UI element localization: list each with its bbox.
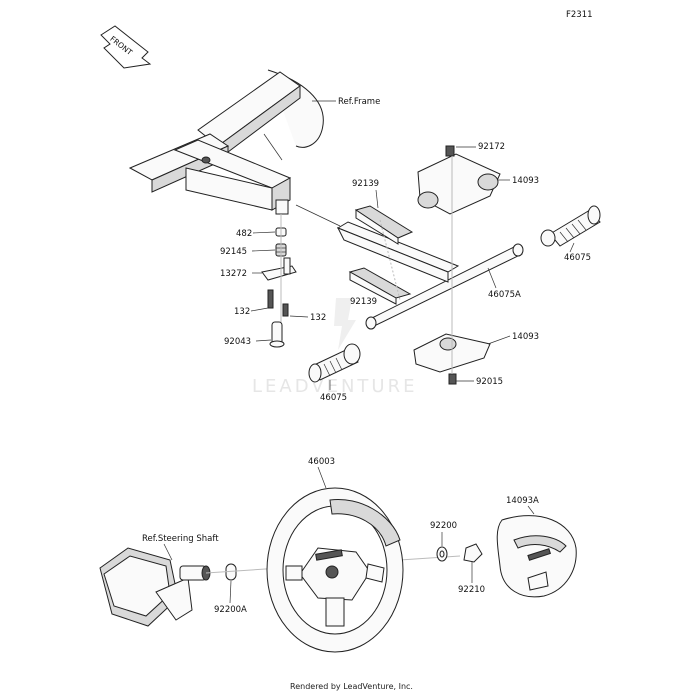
callout-92139-bottom: 92139 (350, 297, 377, 307)
callout-46075-left: 46075 (320, 393, 347, 403)
callout-46003: 46003 (308, 457, 335, 467)
ref-steering-shaft-label: Ref.Steering Shaft (142, 534, 219, 544)
footer-credit: Rendered by LeadVenture, Inc. (290, 682, 413, 691)
callout-92043: 92043 (224, 337, 251, 347)
callout-92145: 92145 (220, 247, 247, 257)
steering-shaft-section (99, 547, 461, 627)
callout-14093A: 14093A (506, 496, 539, 506)
callout-46075A: 46075A (488, 290, 521, 300)
callout-92200A: 92200A (214, 605, 247, 615)
callout-92015: 92015 (476, 377, 503, 387)
callout-13272: 13272 (220, 269, 247, 279)
callout-132-right: 132 (310, 313, 326, 323)
bracket-hardware (261, 214, 297, 348)
front-arrow-icon: FRONT (100, 25, 152, 69)
callout-14093-top: 14093 (512, 176, 539, 186)
callout-482: 482 (236, 229, 252, 239)
figure-code: F2311 (566, 10, 593, 20)
callout-92172: 92172 (478, 142, 505, 152)
callout-46075-right: 46075 (564, 253, 591, 263)
ref-frame-label: Ref.Frame (338, 97, 380, 107)
callout-14093-bottom: 14093 (512, 332, 539, 342)
hub-cover (496, 515, 577, 598)
watermark-text: LEADVENTURE (252, 376, 417, 397)
callout-92210: 92210 (458, 585, 485, 595)
callout-92139-top: 92139 (352, 179, 379, 189)
handlebar-section (308, 145, 601, 385)
frame-section (128, 69, 341, 227)
callout-92200: 92200 (430, 521, 457, 531)
steering-wheel (266, 487, 404, 653)
hub-hardware (436, 543, 483, 563)
leadventure-watermark: LEADVENTURE (252, 298, 417, 397)
callout-132-left: 132 (234, 307, 250, 317)
